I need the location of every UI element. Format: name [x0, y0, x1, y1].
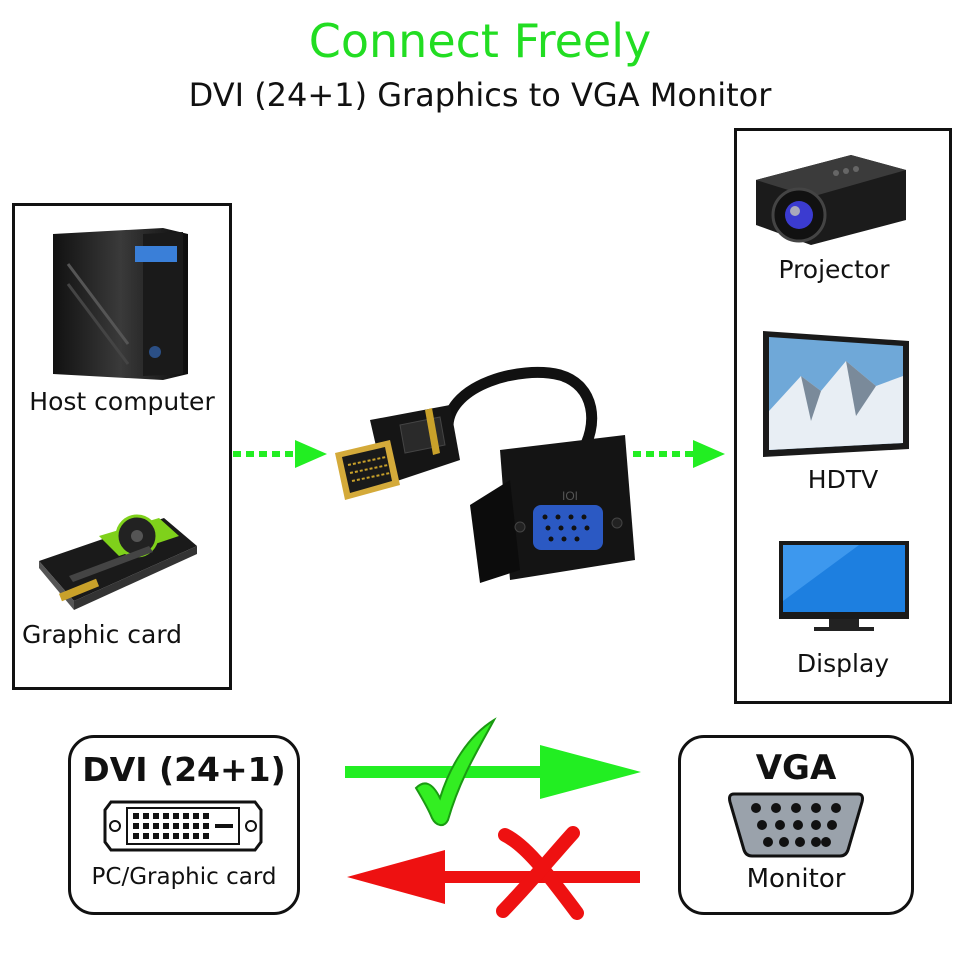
display-image — [779, 541, 909, 633]
dvi-port-title: DVI (24+1) — [82, 750, 286, 789]
output-arrow — [633, 438, 729, 470]
dvi-port-icon — [103, 800, 263, 852]
input-arrow — [233, 438, 329, 470]
vga-port-caption: Monitor — [746, 864, 846, 894]
projector-label: Projector — [778, 255, 890, 284]
dvi-port-caption: PC/Graphic card — [91, 864, 277, 890]
projector-image — [751, 145, 911, 250]
display-label: Display — [796, 649, 890, 678]
hdtv-image — [761, 331, 911, 459]
source-devices-box: Host computer Graphic card — [12, 203, 232, 690]
vga-port-icon — [726, 790, 866, 860]
svg-text:IOI: IOI — [562, 489, 578, 503]
output-devices-box: Projector HDTV Display — [734, 128, 952, 704]
allowed-direction-arrow — [345, 745, 645, 800]
page-title: Connect Freely — [308, 14, 652, 68]
host-computer-image — [43, 224, 193, 384]
dvi-port-panel: DVI (24+1) PC/Graphic card — [68, 735, 300, 915]
hdtv-label: HDTV — [807, 465, 879, 494]
vga-port-title: VGA — [755, 748, 837, 788]
check-icon — [410, 716, 500, 828]
graphic-card-label: Graphic card — [21, 620, 183, 649]
x-mark-icon — [495, 825, 585, 920]
page-subtitle: DVI (24+1) Graphics to VGA Monitor — [188, 76, 772, 114]
dvi-to-vga-adapter-image: IOI — [330, 365, 640, 590]
vga-port-panel: VGA Monitor — [678, 735, 914, 915]
host-computer-label: Host computer — [29, 387, 215, 416]
graphic-card-image — [29, 506, 199, 616]
